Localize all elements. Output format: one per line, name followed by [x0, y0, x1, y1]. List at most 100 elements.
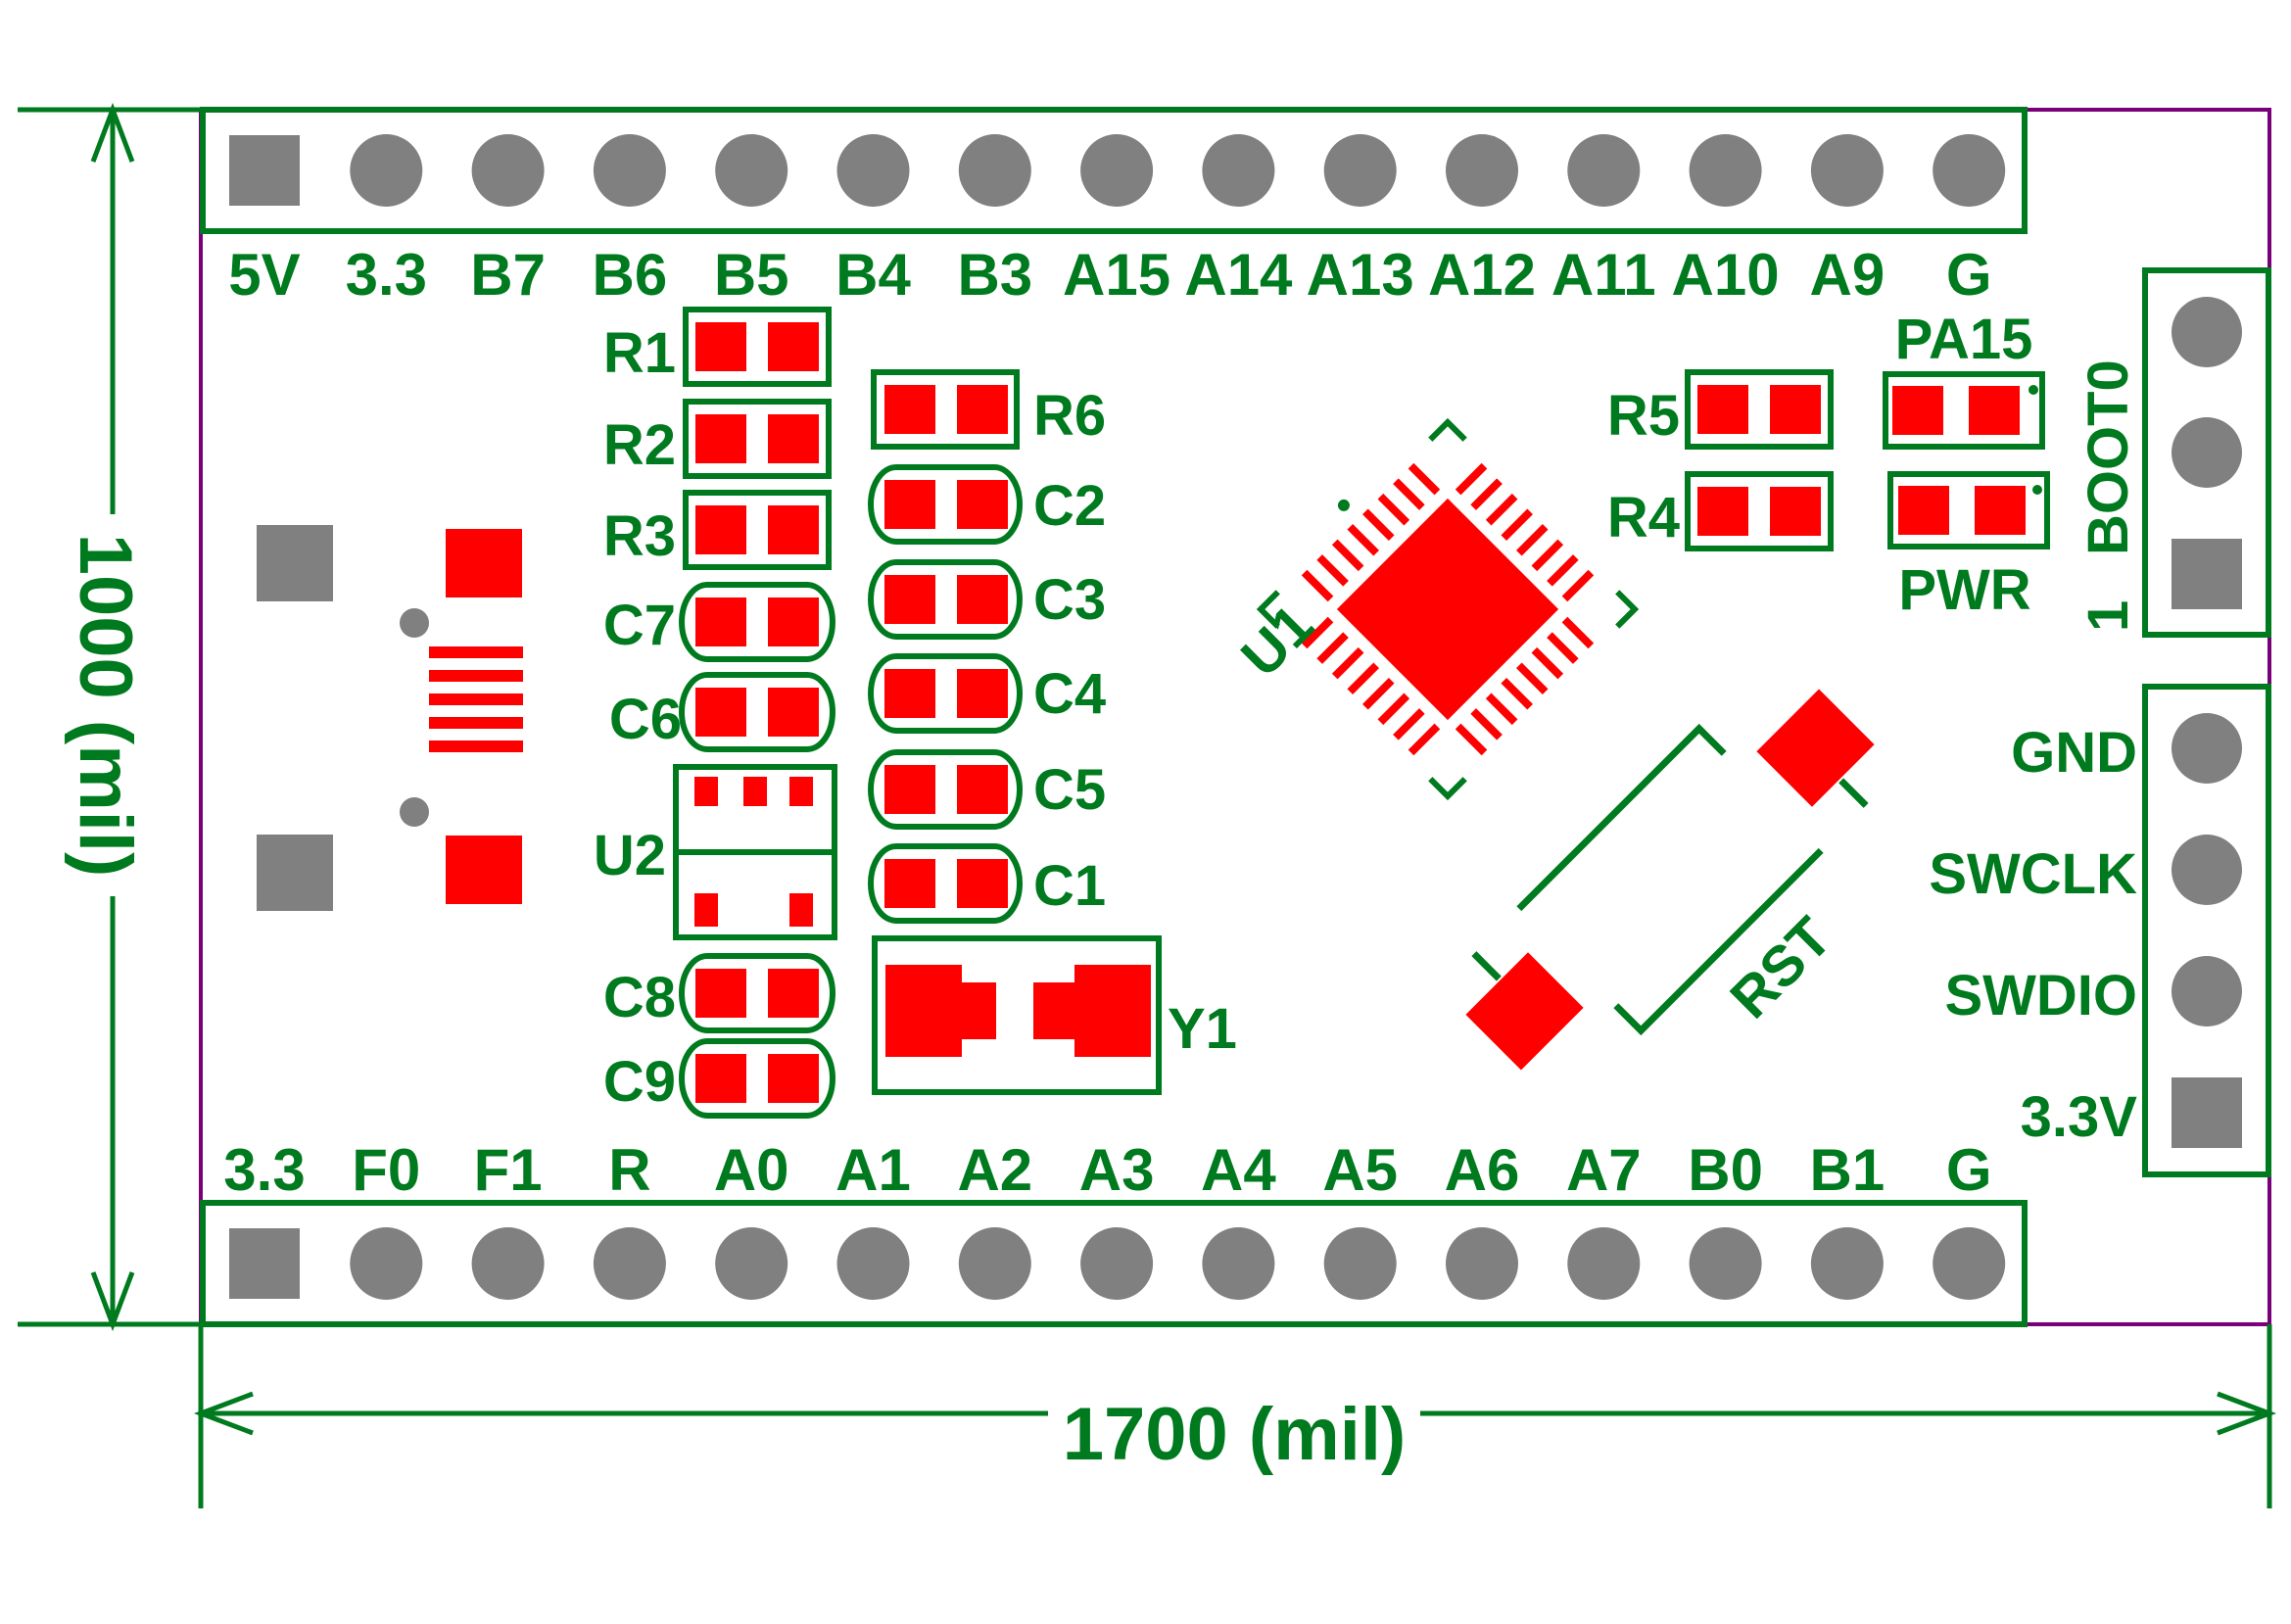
- swd-label-gnd: GND: [2011, 721, 2137, 785]
- top-header-pins: [229, 134, 2006, 207]
- bottom-header-pin-15: [1933, 1227, 2006, 1300]
- c5-label: C5: [1033, 758, 1106, 822]
- top-header-pin-4: [593, 134, 666, 207]
- boot-pin-one-label: 1: [2076, 600, 2140, 632]
- top-header-pin-5: [715, 134, 788, 207]
- c6-footprint: [679, 672, 835, 752]
- u1-pad: [1316, 554, 1349, 587]
- bottom-header-pin-9: [1202, 1227, 1275, 1300]
- top-header-pin-14: [1810, 134, 1884, 207]
- u1-pad: [1455, 462, 1488, 496]
- usb-tab-pad-top: [446, 529, 522, 597]
- c1-label: C1: [1033, 854, 1106, 918]
- bottom-header-pin-1: [229, 1228, 300, 1299]
- u1-pad: [1531, 646, 1564, 680]
- top-header-label-3: B7: [470, 242, 546, 308]
- top-header-label-1: 5V: [228, 242, 300, 308]
- bottom-header-label-6: A1: [835, 1137, 911, 1203]
- bottom-header-label-4: R: [608, 1137, 650, 1203]
- usb-tab-pad-bottom: [446, 836, 522, 904]
- y1-footprint: [872, 935, 1162, 1095]
- c9-label: C9: [603, 1050, 676, 1114]
- c9-footprint: [679, 1038, 835, 1119]
- top-header-label-10: A13: [1307, 242, 1414, 308]
- bottom-header-pin-14: [1810, 1227, 1884, 1300]
- u1-pad: [1377, 693, 1410, 726]
- bottom-header-pin-2: [350, 1227, 423, 1300]
- bottom-header-label-13: B0: [1688, 1137, 1763, 1203]
- usb-connector: [257, 525, 523, 911]
- boot-pin-2: [2172, 417, 2242, 488]
- u1-pad: [1516, 662, 1549, 694]
- u1-pad: [1408, 462, 1441, 496]
- top-header-pin-15: [1933, 134, 2006, 207]
- bottom-header-label-3: F1: [474, 1137, 543, 1203]
- top-header-pin-10: [1323, 134, 1397, 207]
- c5-footprint: [868, 749, 1023, 830]
- boot-pin-3: [2172, 297, 2242, 367]
- top-header-label-2: 3.3: [346, 242, 427, 308]
- rst-button-footprint: [1465, 689, 1875, 1071]
- bottom-header-pin-13: [1689, 1227, 1762, 1300]
- top-header-label-7: B3: [957, 242, 1032, 308]
- u1-pad: [1516, 524, 1549, 556]
- top-header-pin-13: [1689, 134, 1762, 207]
- pa15-led-footprint: [1883, 371, 2045, 450]
- bottom-header-label-5: A0: [714, 1137, 789, 1203]
- c1-footprint: [868, 843, 1023, 924]
- r5-label: R5: [1607, 384, 1680, 448]
- top-header-pin-2: [350, 134, 423, 207]
- bottom-header-label-8: A3: [1079, 1137, 1155, 1203]
- u1-pad: [1331, 539, 1364, 572]
- usb-shield-pad-bottom: [257, 835, 333, 911]
- r6-label: R6: [1033, 384, 1106, 448]
- r5-footprint: [1685, 369, 1834, 450]
- u1-pad: [1561, 616, 1595, 649]
- r2-footprint: [683, 399, 832, 479]
- rst-label: RST: [1718, 905, 1843, 1030]
- top-header-pin-1: [229, 135, 300, 206]
- r3-footprint: [683, 490, 832, 570]
- top-header-label-13: A10: [1672, 242, 1780, 308]
- pa15-label: PA15: [1895, 308, 2033, 371]
- u1-pad: [1531, 539, 1564, 572]
- u1-pad: [1561, 569, 1595, 602]
- usb-peg-bottom: [400, 797, 429, 827]
- u2-footprint: [673, 764, 837, 940]
- r2-label: R2: [603, 413, 676, 477]
- usb-signal-pad: [429, 646, 523, 658]
- swd-label-swclk: SWCLK: [1929, 842, 2137, 906]
- y1-label: Y1: [1168, 997, 1237, 1061]
- width-dimension: [193, 1324, 2277, 1508]
- swd-label-swdio: SWDIO: [1944, 964, 2137, 1027]
- swd-pin-swdio: [2172, 956, 2242, 1027]
- pwr-label: PWR: [1898, 558, 2030, 622]
- u2-label: U2: [594, 824, 666, 887]
- bottom-header-pin-8: [1080, 1227, 1154, 1300]
- top-header-pin-7: [958, 134, 1031, 207]
- c2-footprint: [868, 464, 1023, 545]
- u1-pad: [1393, 478, 1425, 510]
- usb-signal-pad: [429, 693, 523, 705]
- top-header-label-4: B6: [593, 242, 668, 308]
- boot-header-outline: [2142, 267, 2271, 638]
- bottom-header-pin-5: [715, 1227, 788, 1300]
- u1-pin1-marker: [1337, 499, 1350, 511]
- top-header-outline: [200, 107, 2028, 234]
- swd-label-3v3: 3.3V: [2021, 1085, 2138, 1149]
- top-header-label-5: B5: [714, 242, 789, 308]
- c2-label: C2: [1033, 474, 1106, 538]
- c3-label: C3: [1033, 568, 1106, 632]
- bottom-header-pin-4: [593, 1227, 666, 1300]
- r1-footprint: [683, 307, 832, 387]
- bottom-header-label-10: A5: [1322, 1137, 1398, 1203]
- usb-signal-pad: [429, 740, 523, 752]
- top-header-pin-11: [1446, 134, 1518, 207]
- bottom-header-label-9: A4: [1201, 1137, 1276, 1203]
- bottom-header-label-7: A2: [957, 1137, 1032, 1203]
- u1-pad: [1501, 508, 1533, 541]
- bottom-header-label-11: A6: [1445, 1137, 1520, 1203]
- u1-pad: [1301, 569, 1334, 602]
